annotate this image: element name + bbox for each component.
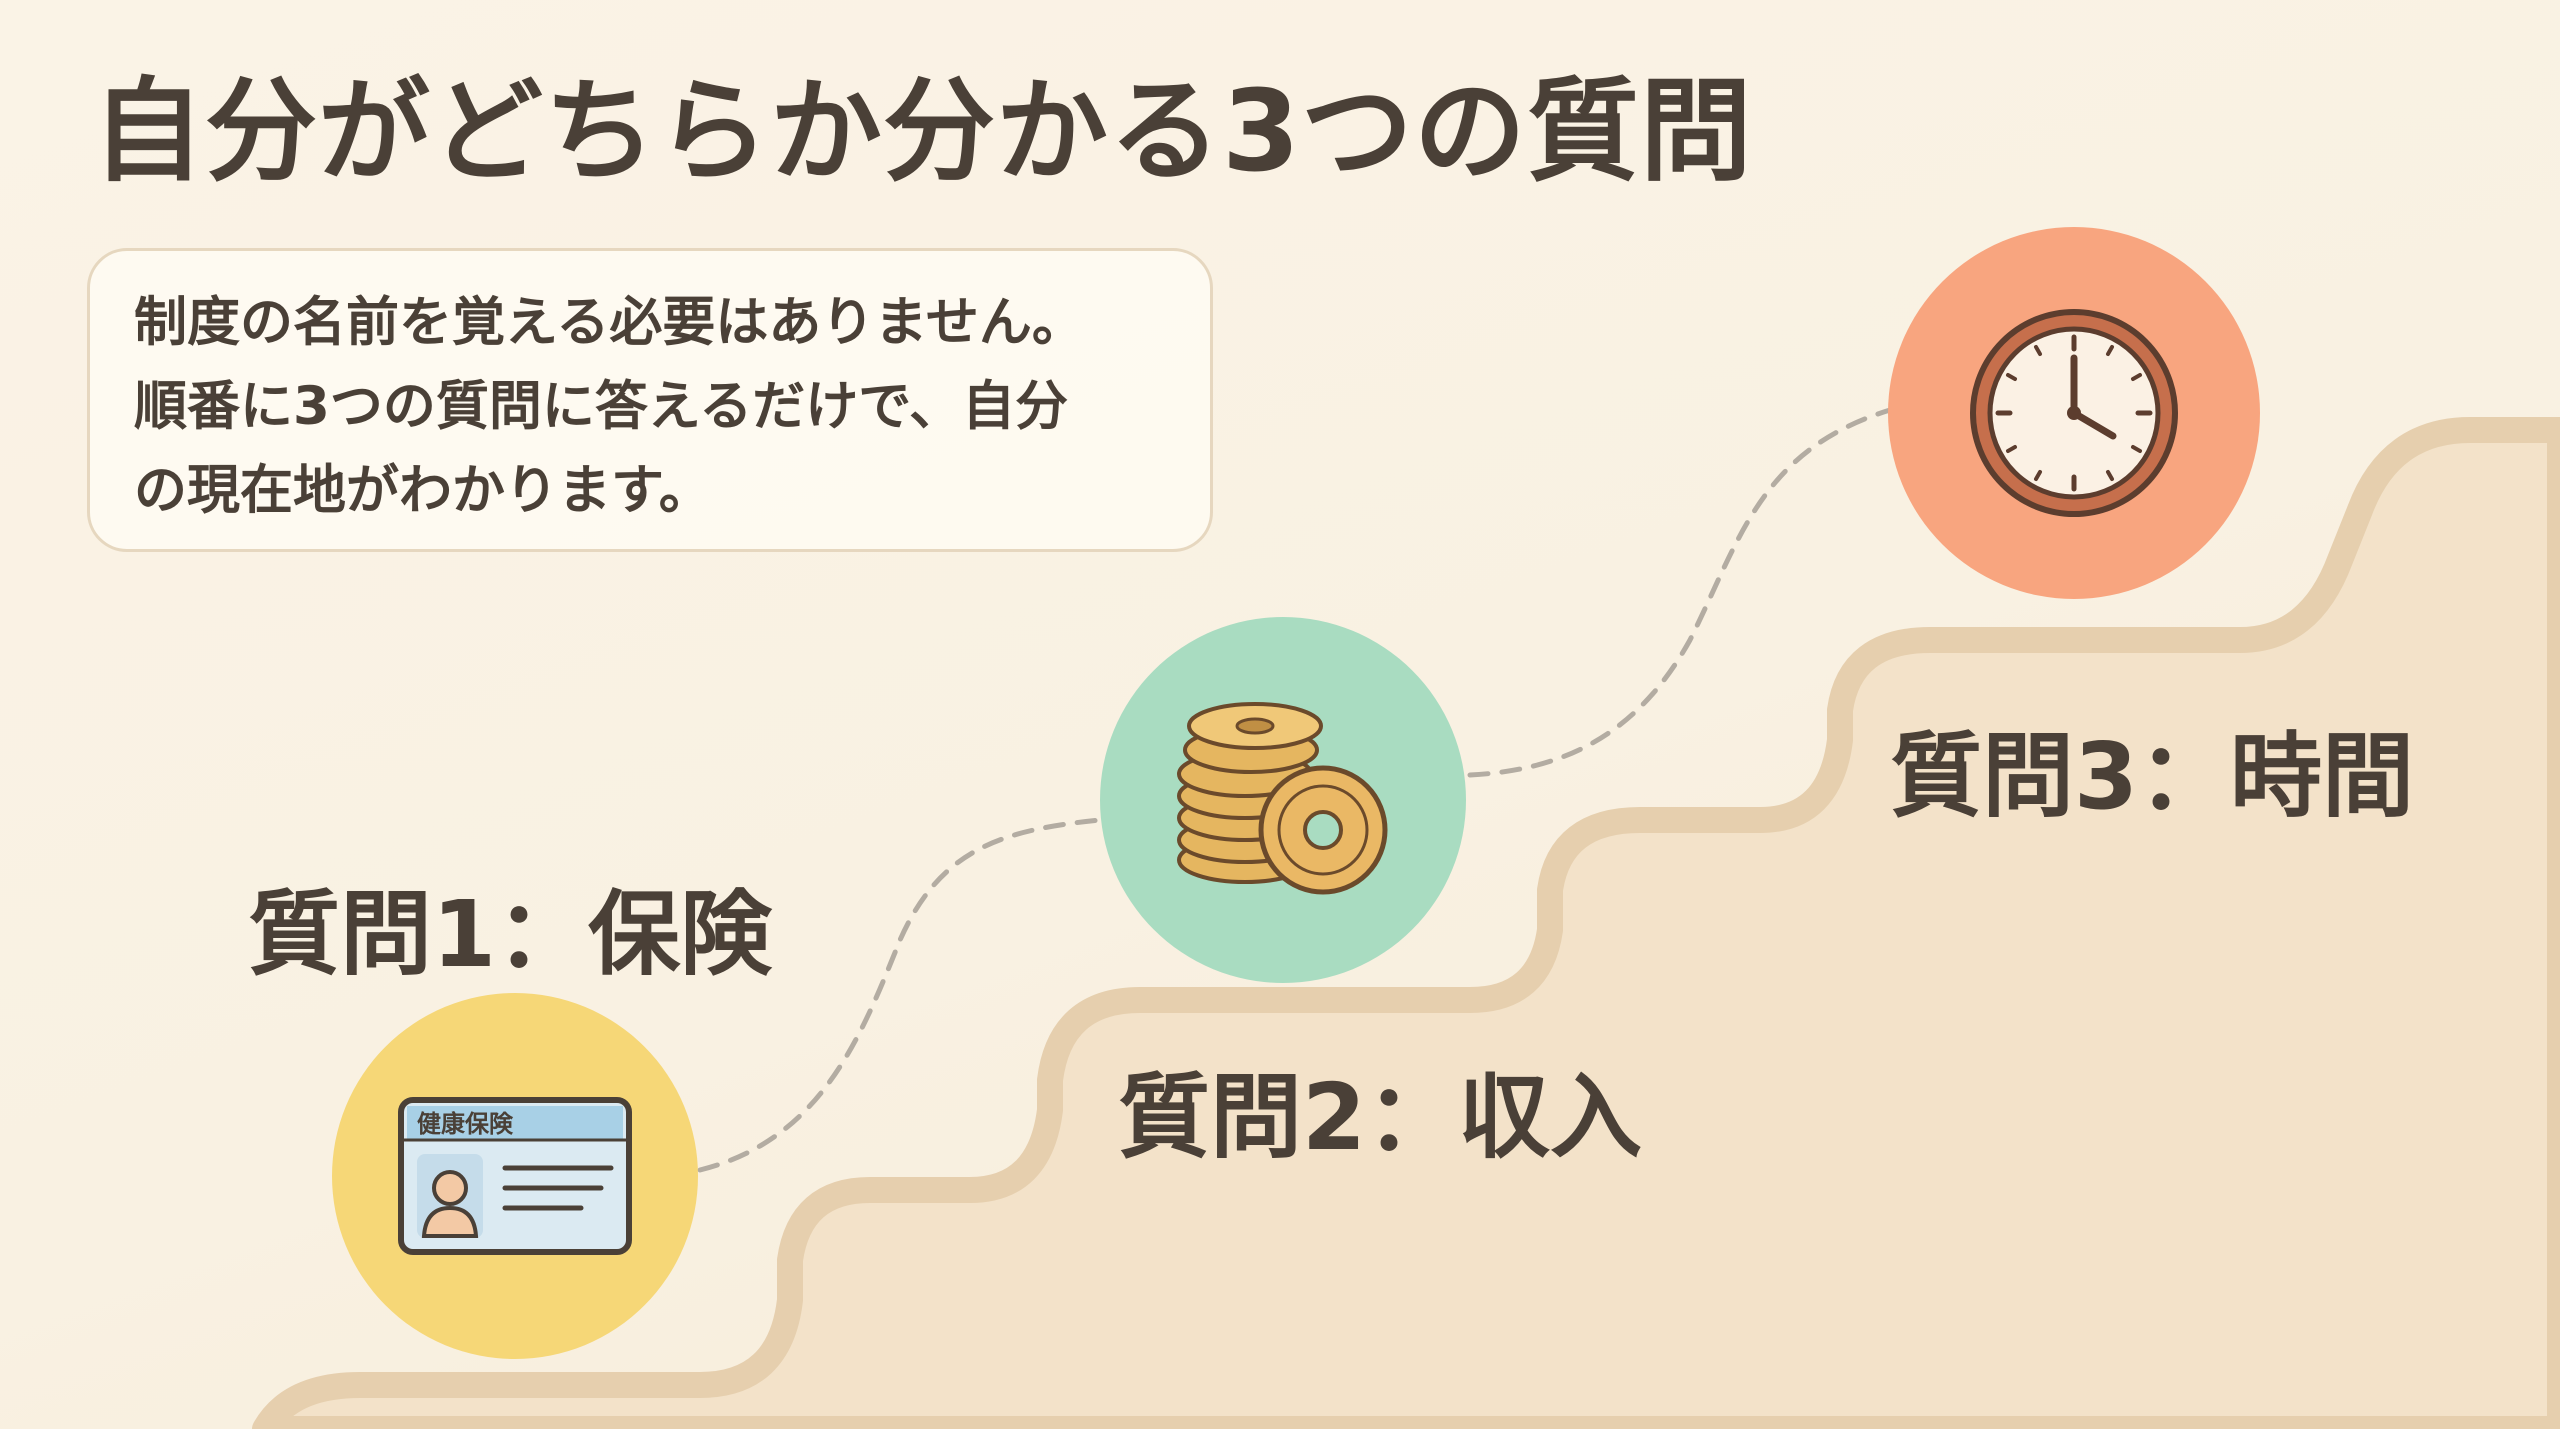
step-2-circle — [1100, 617, 1466, 983]
page-title: 自分がどちらか分かる3つの質問 — [92, 67, 1753, 197]
step-1-label: 質問1：保険 — [248, 881, 773, 988]
step-1-circle: 健康保険 — [332, 993, 698, 1359]
step-3-label: 質問3：時間 — [1890, 723, 2415, 830]
step-2-label: 質問2：収入 — [1118, 1064, 1643, 1171]
coins-icon — [1163, 690, 1403, 910]
card-title-text: 健康保険 — [417, 1110, 514, 1138]
intro-box: 制度の名前を覚える必要はありません。 順番に3つの質問に答えるだけで、自分 の現… — [87, 248, 1213, 552]
intro-line: の現在地がわかります。 — [134, 460, 712, 521]
intro-line: 制度の名前を覚える必要はありません。 — [134, 292, 1085, 353]
dashed-path-1 — [697, 817, 1103, 1173]
health-insurance-card-icon: 健康保険 — [397, 1096, 633, 1256]
intro-line: 順番に3つの質問に答えるだけで、自分 — [134, 376, 1069, 437]
staircase-shape — [252, 417, 2560, 1429]
dashed-path-2 — [1467, 407, 1893, 778]
clock-icon — [1967, 306, 2181, 520]
step-3-circle — [1888, 227, 2260, 599]
